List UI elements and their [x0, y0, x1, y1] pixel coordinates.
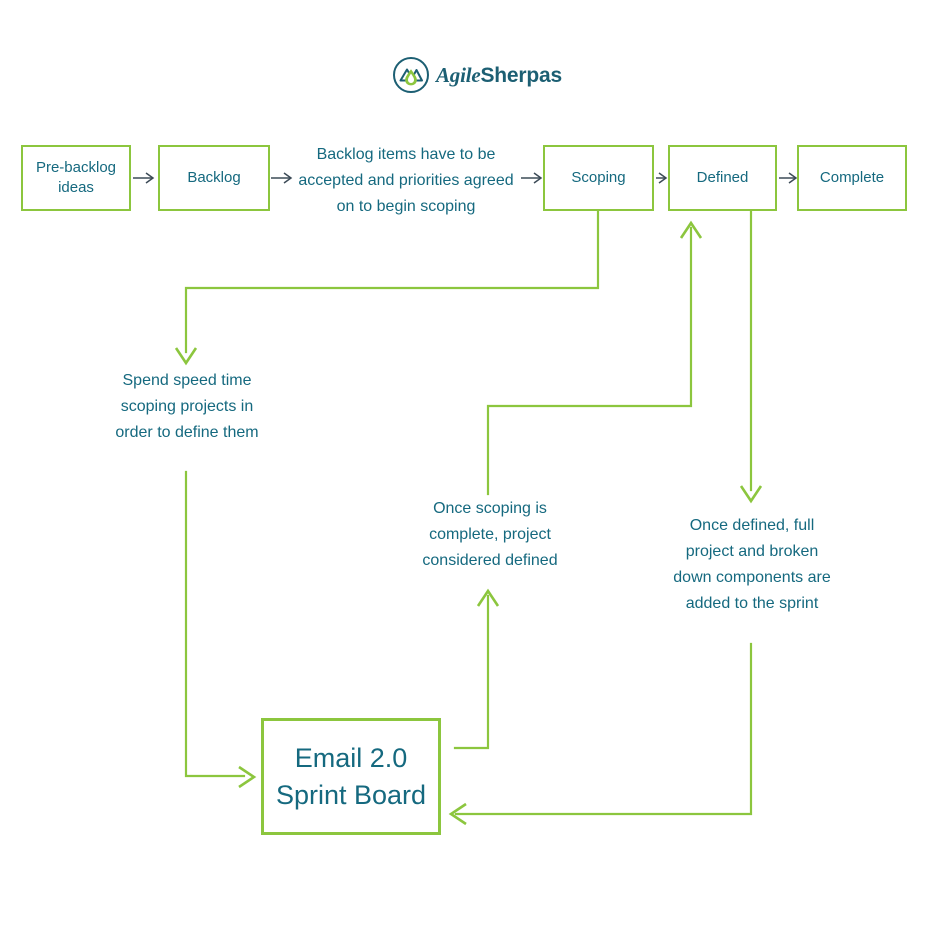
connector-once-defined-down-to-board — [448, 642, 753, 826]
connector-scoping-to-defined — [656, 172, 668, 184]
note-once-defined: Once defined, full project and broken do… — [673, 517, 831, 612]
connector-defined-down-to-once-defined — [739, 210, 763, 504]
logo-word-agile: Agile — [436, 62, 481, 87]
node-email-sprint-board[interactable]: Email 2.0 Sprint Board — [261, 718, 441, 835]
connector-once-scoping-up-to-defined — [486, 220, 703, 496]
logo-word-sherpas: Sherpas — [480, 63, 563, 87]
node-defined[interactable]: Defined — [668, 145, 777, 211]
connector-note-to-scoping — [521, 172, 543, 184]
connector-backlog-to-note — [271, 172, 293, 184]
note-spend-speed-time: Spend speed time scoping projects in ord… — [115, 372, 259, 441]
connector-spend-speed-time-down-to-board — [184, 470, 257, 789]
connector-scoping-down-to-spend-speed-time — [174, 210, 600, 366]
logo-wordmark: AgileSherpas — [436, 62, 563, 87]
connector-pre-backlog-to-backlog — [133, 172, 155, 184]
board-line-1: Email 2.0 — [294, 743, 408, 774]
node-complete[interactable]: Complete — [797, 145, 907, 211]
connector-defined-to-complete — [779, 172, 798, 184]
node-pre-backlog-ideas[interactable]: Pre-backlog ideas — [21, 145, 131, 211]
node-scoping[interactable]: Scoping — [543, 145, 654, 211]
board-line-2: Sprint Board — [275, 779, 427, 810]
agilesherpas-logo: AgileSherpas — [392, 52, 562, 98]
connector-board-right-up-to-once-scoping — [453, 588, 500, 750]
note-once-scoping-complete: Once scoping is complete, project consid… — [422, 500, 558, 569]
agilesherpas-mountain-droplet-icon — [392, 56, 430, 94]
node-backlog[interactable]: Backlog — [158, 145, 270, 211]
note-backlog-to-scoping: Backlog items have to be accepted and pr… — [298, 146, 514, 215]
